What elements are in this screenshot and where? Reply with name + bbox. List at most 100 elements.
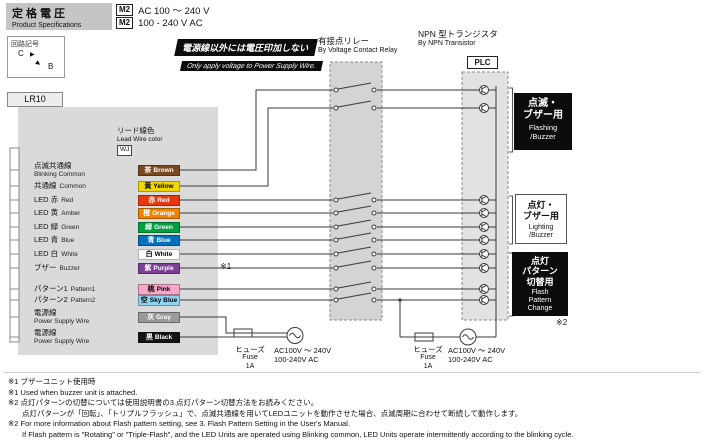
chip-color-en: Black [154,333,173,341]
wire-label-en: Power Supply Wire [34,317,90,325]
chip-color-jp: 黒 [145,334,153,341]
lead-wire-color-note: リード線色 Lead Wire color WJ [117,126,163,156]
wire-label-en: Amber [61,209,81,217]
wire-row-skyblue: パターン2 Pattern2 空 Sky Blue [34,288,182,312]
wire-label: パターン2 Pattern2 [34,294,138,305]
chip-color-en: Yellow [153,182,174,190]
wire-row-green: LED 緑 Green 緑 Green [34,215,182,239]
wire-color-chip: 紫 Purple [138,262,180,274]
wire-label-jp: パターン1 [34,283,68,293]
wire-color-chip: 緑 Green [138,221,180,233]
wire-label-en: Pattern1 [70,285,96,293]
usage-label-jp: 点灯・ ブザー用 [522,200,559,221]
usage-label-flash-pattern-change: 点灯 パターン 切替用 Flash Pattern Change [512,252,568,316]
voltage-value: AC 100 ～ 240 V [138,6,210,17]
wire-color-chip: 赤 Red [138,194,180,206]
relay-method-en: By Voltage Contact Relay [318,47,398,54]
node-c-label: C [18,49,24,58]
warning-banner-en: Only apply voltage to Power Supply Wire. [179,61,323,71]
npn-method-en: By NPN Transistor [418,40,476,47]
wire-row-purple: ブザー Buzzer 紫 Purple [34,256,182,280]
wire-row-orange: LED 黄 Amber 橙 Orange [34,201,182,225]
wire-label: ブザー Buzzer [34,263,138,273]
wire-label: 電源線 Power Supply Wire [34,307,138,325]
usage-label-jp: 点滅・ ブザー用 [523,98,563,121]
wire-label-en: Blinking Common [34,170,85,178]
model-tab-lr10: LR10 [7,92,63,107]
footnote-line: 点灯パターンが「回転」、「トリプルフラッシュ」で、点滅共通線を用いてLEDユニッ… [22,408,523,418]
rated-voltage-title-jp: 定格電圧 [12,8,68,20]
chip-color-en: Gray [156,313,171,321]
chip-color-en: Green [154,223,173,231]
usage-label-lighting-buzzer: 点灯・ ブザー用 Lighting /Buzzer [515,194,567,244]
wire-label-jp: LED 黄 [34,207,59,217]
chip-color-jp: 緑 [145,224,153,231]
chip-color-jp: 赤 [148,197,156,204]
wire-label-en: Common [59,182,86,190]
wire-label-en: White [61,250,78,258]
chip-color-en: Brown [153,166,174,174]
buzzer-footnote-marker: ※1 [220,262,232,271]
lead-wire-code-badge: WJ [117,145,133,156]
chip-color-jp: 黄 [144,183,152,190]
wire-label-jp: 共通線 [34,180,57,190]
wire-label-en: Green [61,223,80,231]
wire-row-blue: LED 青 Blue 青 Blue [34,228,182,252]
wire-lines [180,86,497,338]
chip-color-en: Purple [153,264,174,272]
relay-contact-box [329,61,383,321]
wire-color-chip: 黄 Yellow [138,180,180,192]
wire-label-en: Red [61,196,74,204]
wire-label-jp: LED 赤 [34,194,59,204]
fuse-label-jp: ヒューズ [235,345,265,354]
voltage-value: 100 - 240 V AC [138,17,203,29]
arrow-icon: ▶ [34,60,42,68]
fuse-label-en: Fuse [420,354,436,362]
wire-row-black: 電源線 Power Supply Wire 黒 Black [34,325,182,349]
tower-terminal-strip [9,147,20,343]
voltage-rating-row: M2 100 - 240 V AC [116,17,203,29]
usage-label-jp: 点灯 パターン 切替用 [522,256,558,287]
circuit-symbol-label: 回路記号 [11,41,39,48]
fuse-symbol [233,328,434,342]
wire-row-white: LED 白 White 白 White [34,242,182,266]
rated-voltage-title-en: Product Specifications [12,22,82,29]
chip-color-en: White [154,250,173,258]
npn-method-jp: NPN 型トランジスタ [418,29,498,39]
fuse-label-en: Fuse [242,354,258,362]
chip-color-en: Pink [156,285,171,293]
ac-voltage-line1: AC100V ～ 240V [448,346,506,355]
chip-color-jp: 茶 [144,167,152,174]
chip-color-en: Orange [152,209,175,217]
chip-color-jp: 青 [147,237,155,244]
wire-color-chip: 桃 Pink [138,283,180,295]
usage-label-flashing-buzzer: 点滅・ ブザー用 Flashing /Buzzer [514,93,572,150]
wire-color-chip: 橙 Orange [138,207,180,219]
rated-voltage-header: 定格電圧 Product Specifications [6,3,112,30]
chip-color-jp: 空 [140,297,148,304]
warning-banner-jp: 電源線以外には電圧印加しない [174,39,318,56]
circuit-symbol-box: 回路記号 C ▶ ▶ B [7,36,65,78]
fuse-rating: 1A [423,363,433,371]
wire-label-en: Pattern2 [70,296,96,304]
wire-color-chip: 白 White [138,248,180,260]
fuse-label-jp: ヒューズ [413,345,443,354]
wire-label-jp: LED 白 [34,248,59,258]
wire-label-jp: 点滅共通線 [34,160,72,170]
wire-color-chip: 空 Sky Blue [138,294,180,306]
wire-label-jp: LED 青 [34,234,59,244]
chip-color-jp: 紫 [144,265,152,272]
fuse-rating: 1A [245,363,255,371]
wire-label-jp: パターン2 [34,294,68,304]
chip-color-jp: 灰 [147,314,155,321]
fuse-label-block: ヒューズ Fuse 1A [232,345,268,372]
wire-label: パターン1 Pattern1 [34,283,138,294]
wire-label-jp: 電源線 [34,307,57,317]
usage-label-en: Lighting /Buzzer [528,223,554,239]
chip-color-en: Sky Blue [149,296,178,304]
footnote-line: ※2 For more information about Flash patt… [8,419,351,429]
wire-label: LED 白 White [34,248,138,259]
chip-color-jp: 橙 [143,210,151,217]
lead-wire-label-en: Lead Wire color [117,135,163,143]
